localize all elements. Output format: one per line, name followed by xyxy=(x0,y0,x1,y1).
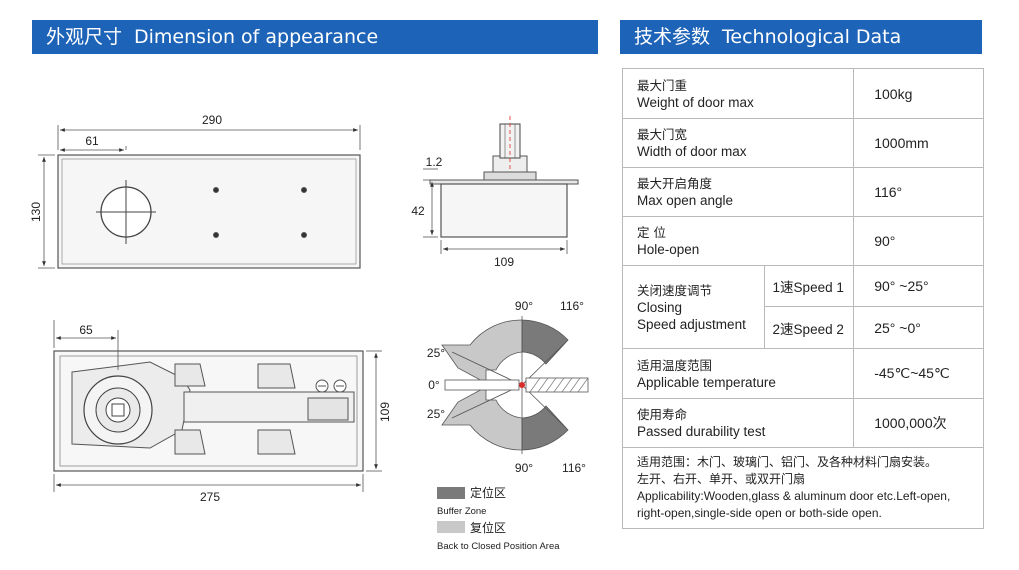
applicability-en-line: right-open,single-side open or both-side… xyxy=(637,506,882,520)
applicability-note: 适用范围：木门、玻璃门、铝门、及各种材料门扇安装。左开、右开、单开、或双开门扇 A… xyxy=(622,447,984,529)
spec-label-cn: 最大门重 xyxy=(637,77,688,93)
dimension-header-cn: 外观尺寸 xyxy=(46,26,123,48)
speed-2-value: 25° ~0° xyxy=(853,306,984,349)
spec-label-en: Hole-open xyxy=(637,242,700,257)
spec-value: 100kg xyxy=(853,68,984,119)
back-zone-en: Back to Closed Position Area xyxy=(437,541,560,552)
spec-label-en: Closing xyxy=(637,299,683,315)
spec-label-cn: 使用寿命 xyxy=(637,407,688,422)
side-view-height-label: 42 xyxy=(411,204,425,218)
tech-header-en: Technological Data xyxy=(722,26,902,48)
spec-label-en: Speed adjustment xyxy=(637,316,746,332)
angle-25-lower: 25° xyxy=(427,407,445,421)
top-view-length-label: 290 xyxy=(202,113,222,127)
angle-0: 0° xyxy=(428,378,440,392)
side-view-plate-label: 1.2 xyxy=(426,155,443,169)
spec-value: -45℃~45℃ xyxy=(853,348,984,399)
buffer-zone-cn: 定位区 xyxy=(470,485,506,500)
buffer-zone-en: Buffer Zone xyxy=(437,506,486,517)
table-row: 适用范围：木门、玻璃门、铝门、及各种材料门扇安装。左开、右开、单开、或双开门扇 A… xyxy=(622,447,984,529)
spec-value: 1000mm xyxy=(853,118,984,168)
speed-2-label: 2速Speed 2 xyxy=(763,306,855,349)
spec-label-en: Max open angle xyxy=(637,193,734,208)
angle-90-bottom: 90° xyxy=(515,461,533,475)
top-view-width-label: 130 xyxy=(29,202,43,222)
table-row: 使用寿命 Passed durability test 1000,000次 xyxy=(621,398,984,448)
back-zone-cn: 复位区 xyxy=(470,520,506,535)
top-view-drawing xyxy=(38,125,361,269)
tech-header-cn: 技术参数 xyxy=(634,26,711,48)
speed-1-value: 90° ~25° xyxy=(853,265,984,307)
inner-view-length-label: 275 xyxy=(200,490,220,504)
top-view-pivot-label: 61 xyxy=(85,134,99,148)
spec-label-cn: 最大门宽 xyxy=(637,127,688,142)
table-row: 定 位 Hole-open 90° xyxy=(621,216,984,266)
back-zone-swatch xyxy=(437,521,465,533)
tech-header: 技术参数 Technological Data xyxy=(620,20,982,54)
buffer-zone-swatch xyxy=(437,487,465,499)
spec-label: 使用寿命 Passed durability test xyxy=(621,398,855,448)
inner-view-drawing xyxy=(53,320,382,492)
spec-label-cn: 适用温度范围 xyxy=(637,357,713,373)
angle-116-bottom: 116° xyxy=(562,461,586,475)
applicability-en-line: Applicability:Wooden,glass & aluminum do… xyxy=(637,489,951,503)
spec-label: 最大开启角度 Max open angle xyxy=(621,167,855,217)
spec-label-en: Applicable temperature xyxy=(637,374,776,390)
table-row: 最大开启角度 Max open angle 116° xyxy=(621,167,984,217)
spec-label-en: Width of door max xyxy=(637,144,747,159)
table-row: 2速Speed 2 25° ~0° xyxy=(623,306,984,349)
spec-label-en: Passed durability test xyxy=(637,424,766,439)
table-row: 最大门宽 Width of door max 1000mm xyxy=(621,118,984,168)
spec-value: 90° xyxy=(853,216,984,266)
inner-view-pivot-label: 65 xyxy=(79,323,93,337)
angle-90-top: 90° xyxy=(515,299,533,313)
technical-drawings: 290 61 130 1.2 42 109 xyxy=(29,113,589,552)
applicability-cn-line: 适用范围：木门、玻璃门、铝门、及各种材料门扇安装。 xyxy=(637,455,938,469)
dimension-header: 外观尺寸 Dimension of appearance xyxy=(32,20,598,54)
spec-value: 1000,000次 xyxy=(853,398,984,448)
dimension-header-en: Dimension of appearance xyxy=(134,26,379,48)
spec-label: 最大门宽 Width of door max xyxy=(621,118,855,168)
spec-label-cn: 最大开启角度 xyxy=(637,176,713,191)
spec-label: 定 位 Hole-open xyxy=(621,216,855,266)
spec-label-en: Weight of door max xyxy=(637,94,754,110)
angle-25-upper: 25° xyxy=(427,346,445,360)
angle-diagram xyxy=(441,316,589,454)
inner-view-width-label: 109 xyxy=(378,402,392,422)
spec-label-cn: 关闭速度调节 xyxy=(637,282,713,298)
angle-116-top: 116° xyxy=(560,299,584,313)
speed-1-label: 1速Speed 1 xyxy=(763,265,855,307)
side-view-drawing xyxy=(423,116,579,254)
spec-label-cn: 定 位 xyxy=(637,225,666,240)
side-view-depth-label: 109 xyxy=(494,255,514,269)
spec-value: 116° xyxy=(853,167,984,217)
applicability-cn-line: 左开、右开、单开、或双开门扇 xyxy=(637,472,806,486)
